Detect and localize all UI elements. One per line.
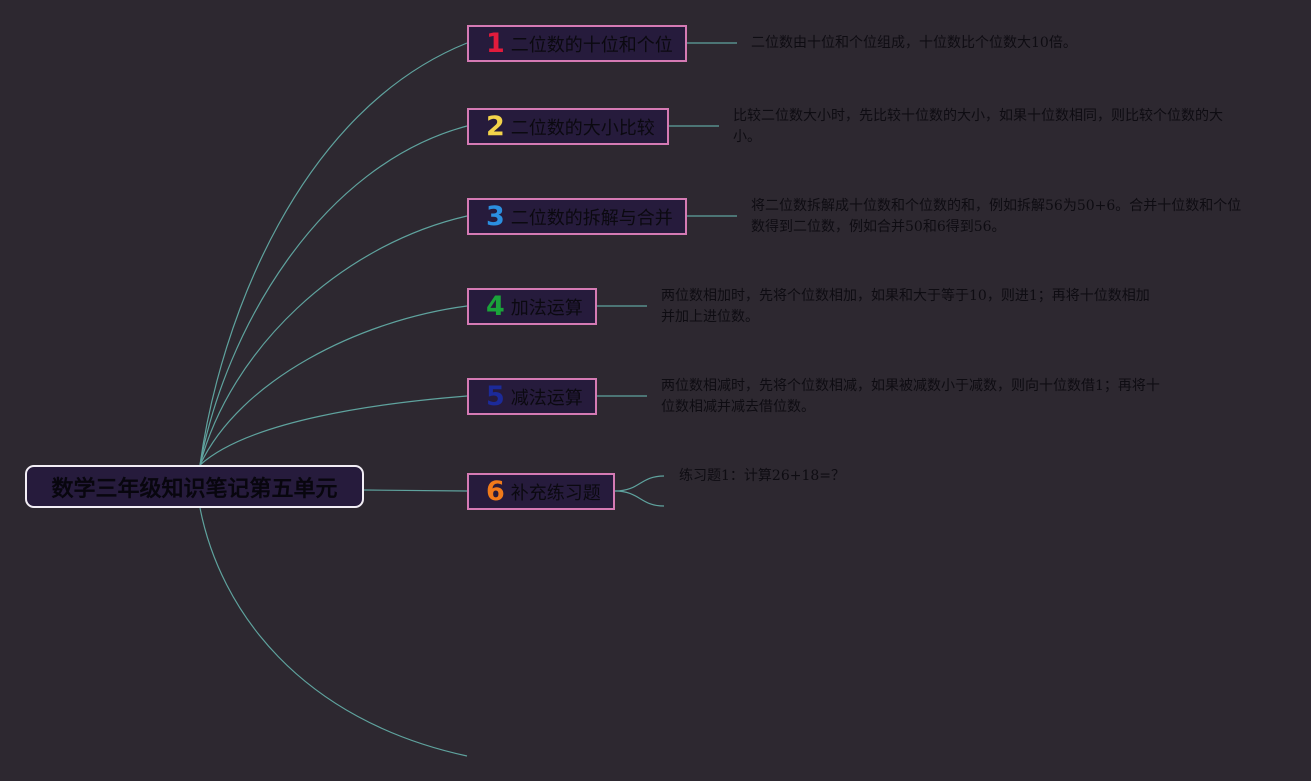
note-6: 练习题1：计算26+18=？ — [679, 468, 845, 484]
note-1: 二位数由十位和个位组成，十位数比个位数大10倍。 — [751, 35, 1077, 51]
branch-4-label: 加法运算 — [510, 297, 583, 319]
branch-3[interactable]: 3 二位数的拆解与合并 — [467, 198, 687, 235]
note-5: 两位数相减时，先将个位数相减，如果被减数小于减数，则向十位数借1；再将十位数相减… — [661, 378, 1160, 415]
branch-4[interactable]: 4 加法运算 — [467, 288, 597, 325]
connector-branch-1 — [199, 42, 468, 466]
branch-1[interactable]: 1 二位数的十位和个位 — [467, 25, 687, 62]
connector-branch-2 — [199, 125, 468, 466]
branch-2-label: 二位数的大小比较 — [510, 117, 655, 139]
branch-6-label: 补充练习题 — [510, 482, 601, 504]
number-5-icon: 5 — [486, 381, 505, 412]
connector-branch-4 — [199, 305, 468, 466]
branch-5-label: 减法运算 — [510, 387, 583, 409]
branch-5[interactable]: 5 减法运算 — [467, 378, 597, 415]
number-1-icon: 1 — [486, 28, 505, 59]
number-6-icon: 6 — [486, 476, 505, 507]
branch-3-label: 二位数的拆解与合并 — [510, 207, 673, 229]
note-3: 将二位数拆解成十位数和个位数的和，例如拆解56为50+6。合并十位数和个位数得到… — [751, 198, 1242, 235]
branch-1-label: 二位数的十位和个位 — [510, 34, 673, 56]
connector-extra — [199, 507, 468, 757]
number-4-icon: 4 — [486, 291, 505, 322]
connector-branch-6 — [363, 489, 468, 492]
branch-6[interactable]: 6 补充练习题 — [467, 473, 615, 510]
connector-note-6a — [614, 475, 665, 492]
number-3-icon: 3 — [486, 201, 505, 232]
branch-2[interactable]: 2 二位数的大小比较 — [467, 108, 669, 145]
root-topic[interactable]: 数学三年级知识笔记第五单元 — [25, 465, 364, 508]
note-4: 两位数相加时，先将个位数相加，如果和大于等于10，则进1；再将十位数相加并加上进… — [661, 288, 1150, 325]
note-2: 比较二位数大小时，先比较十位数的大小，如果十位数相同，则比较个位数的大小。 — [733, 108, 1223, 145]
root-topic-label: 数学三年级知识笔记第五单元 — [51, 476, 338, 502]
connector-branch-5 — [199, 395, 468, 466]
connector-branch-3 — [199, 215, 468, 466]
connector-note-6b — [614, 490, 665, 507]
number-2-icon: 2 — [486, 111, 505, 142]
